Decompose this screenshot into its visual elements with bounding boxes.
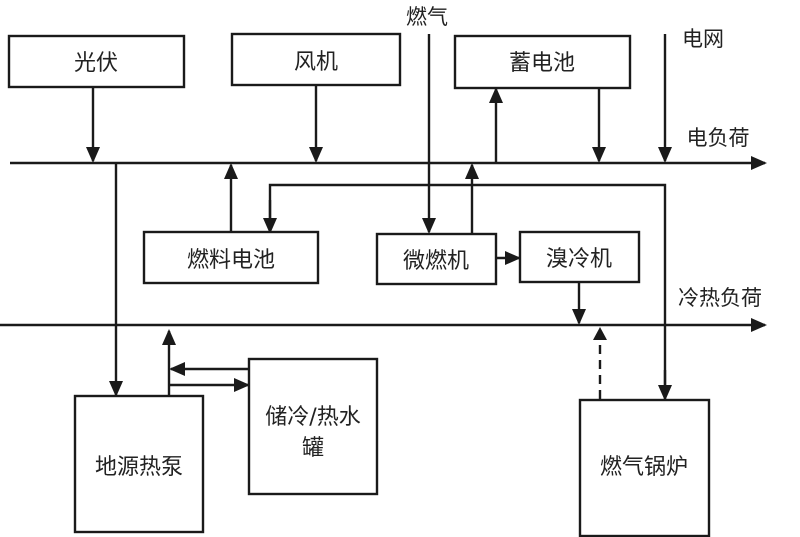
- micro-turbine-box: 微燃机: [375, 232, 498, 286]
- natural-gas-label: 燃气: [406, 5, 448, 29]
- wind-turbine-box: 风机: [230, 32, 402, 87]
- gas-boiler-label: 燃气锅炉: [600, 455, 688, 480]
- electric-load-label: 电负荷: [687, 126, 750, 150]
- power-grid-label: 电网: [682, 27, 724, 51]
- storage-tank-label-line1: 储冷/热水: [265, 405, 360, 430]
- fuel-cell-box: 燃料电池: [142, 230, 320, 285]
- battery-label: 蓄电池: [509, 51, 575, 76]
- absorption-chiller-label: 溴冷机: [546, 247, 612, 272]
- ground-source-heat-pump-box: 地源热泵: [73, 394, 205, 534]
- micro-turbine-label: 微燃机: [403, 249, 469, 274]
- storage-tank-box: 储冷/热水 罐: [247, 357, 379, 496]
- pv-label: 光伏: [74, 51, 118, 76]
- cooling-heating-load-label: 冷热负荷: [678, 286, 762, 310]
- wind-turbine-label: 风机: [294, 50, 338, 75]
- storage-tank-label-line2: 罐: [302, 436, 324, 461]
- gas-boiler-box: 燃气锅炉: [578, 398, 711, 537]
- pv-box: 光伏: [7, 34, 186, 89]
- fuel-cell-label: 燃料电池: [187, 248, 275, 273]
- absorption-chiller-box: 溴冷机: [518, 230, 641, 284]
- ground-source-heat-pump-label: 地源热泵: [95, 455, 183, 480]
- battery-box: 蓄电池: [453, 34, 632, 90]
- arrowhead-boiler-to-cooling-bus: [593, 327, 607, 340]
